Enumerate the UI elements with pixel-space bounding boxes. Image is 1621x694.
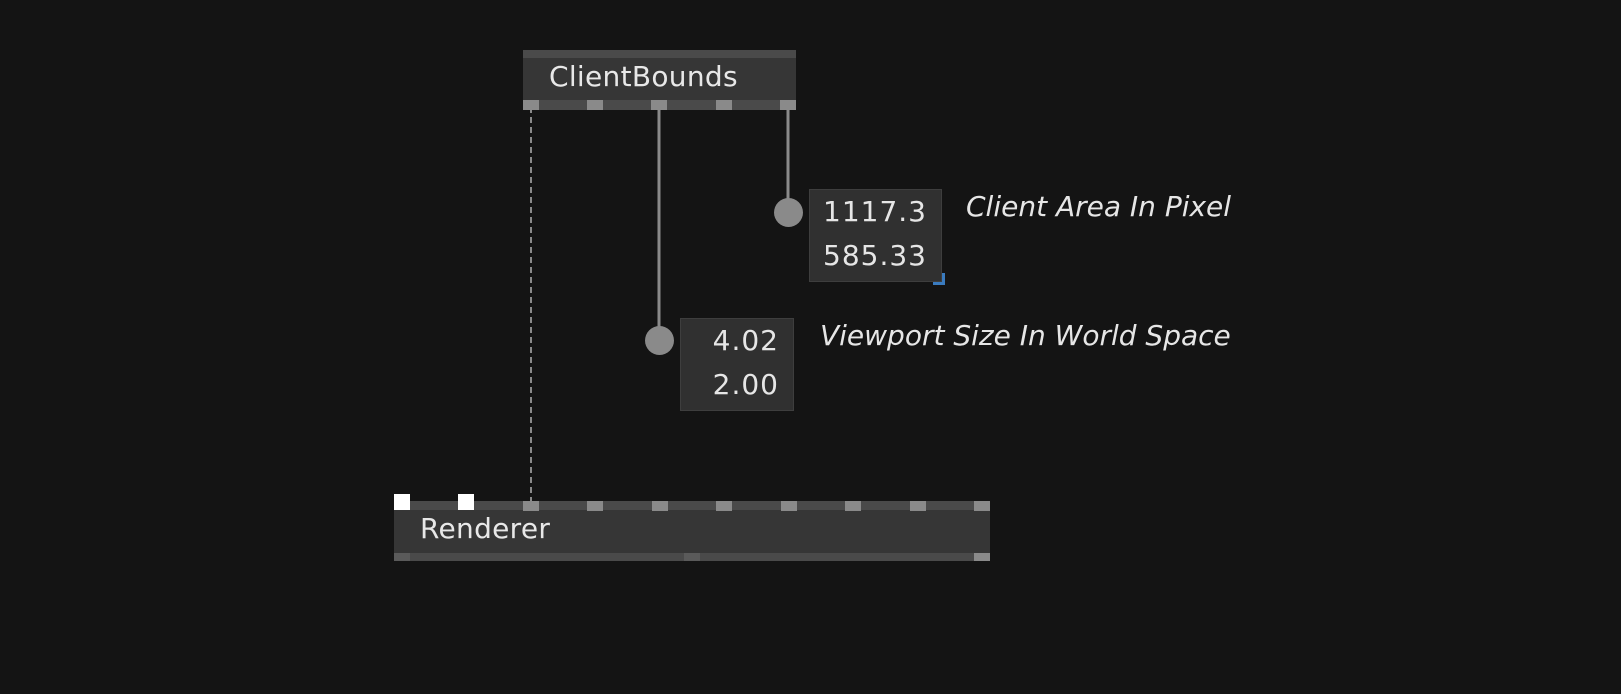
clientbounds-output-pin-5[interactable]: [780, 100, 796, 110]
world-iobox-value-y[interactable]: 2.00: [712, 368, 779, 401]
clientbounds-node[interactable]: ClientBounds: [523, 50, 796, 110]
world-iobox-input-knob[interactable]: [645, 326, 674, 355]
renderer-output-pin-3[interactable]: [974, 553, 990, 561]
clientbounds-top-bar: [523, 50, 796, 58]
pixel-iobox-input-knob[interactable]: [774, 198, 803, 227]
renderer-input-pin-5[interactable]: [652, 501, 668, 511]
clientbounds-output-pin-4[interactable]: [716, 100, 732, 110]
world-iobox[interactable]: 4.02 2.00: [680, 318, 794, 411]
renderer-input-pin-6[interactable]: [716, 501, 732, 511]
renderer-input-pin-1[interactable]: [394, 494, 410, 510]
pixel-iobox-value-y[interactable]: 585.33: [823, 239, 927, 272]
renderer-input-pin-10[interactable]: [974, 501, 990, 511]
comment-world: Viewport Size In World Space: [820, 319, 1231, 352]
renderer-top-bar: [394, 501, 990, 510]
clientbounds-output-pin-3[interactable]: [651, 100, 667, 110]
pixel-iobox-value-x[interactable]: 1117.3: [823, 195, 927, 228]
pixel-iobox[interactable]: 1117.3 585.33: [809, 189, 945, 285]
clientbounds-title: ClientBounds: [549, 60, 738, 93]
renderer-input-pin-4[interactable]: [587, 501, 603, 511]
renderer-input-pin-3[interactable]: [523, 501, 539, 511]
clientbounds-output-pin-2[interactable]: [587, 100, 603, 110]
renderer-input-pin-9[interactable]: [910, 501, 926, 511]
selection-corner-icon[interactable]: [933, 273, 945, 285]
renderer-title: Renderer: [420, 512, 551, 545]
clientbounds-output-pin-1[interactable]: [523, 100, 539, 110]
renderer-input-pin-8[interactable]: [845, 501, 861, 511]
renderer-node[interactable]: Renderer: [394, 494, 990, 561]
renderer-input-pin-2[interactable]: [458, 494, 474, 510]
world-iobox-value-x[interactable]: 4.02: [712, 324, 779, 357]
renderer-input-pin-7[interactable]: [781, 501, 797, 511]
comment-pixel: Client Area In Pixel: [966, 190, 1232, 223]
renderer-output-pin-1[interactable]: [394, 553, 410, 561]
renderer-output-pin-2[interactable]: [684, 553, 700, 561]
